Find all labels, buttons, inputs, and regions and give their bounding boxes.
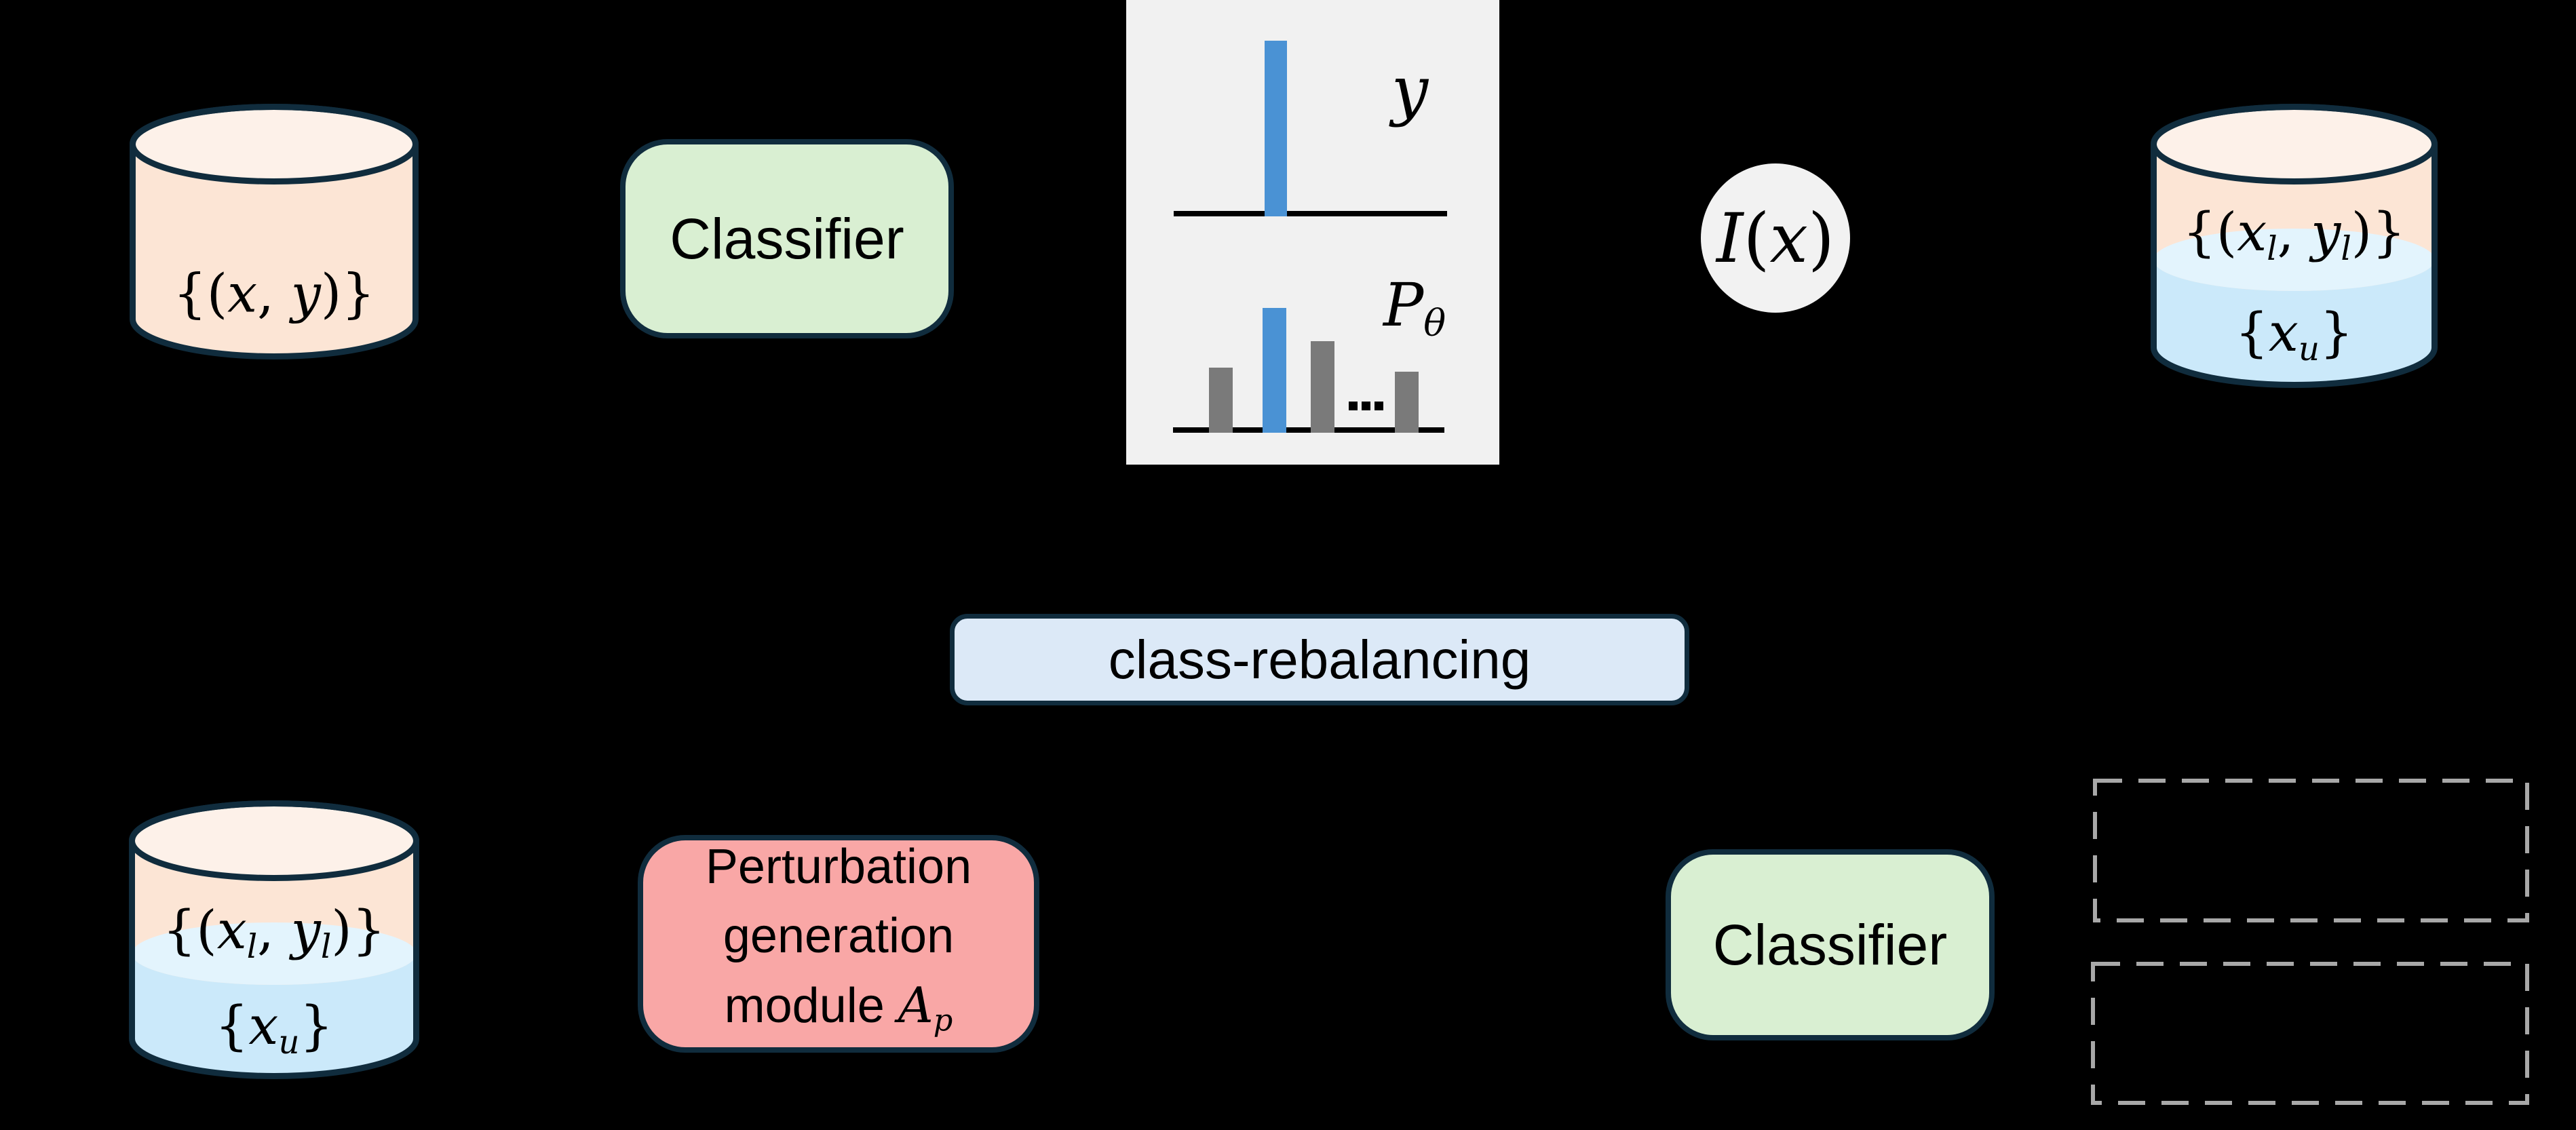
axis-line: [1173, 427, 1444, 433]
labeled-dataset-cylinder: {(x, y)}: [130, 104, 419, 359]
placeholder-box-2: [2091, 962, 2529, 1105]
predicted-distribution-axis-label: Pθ: [1383, 269, 1446, 345]
axis-line: [1174, 211, 1447, 216]
mixed-dataset-cylinder-top: {(xl, yl)} {xu}: [2151, 104, 2438, 388]
database-cylinder-two-tone-icon: [2151, 104, 2438, 388]
bar: [1311, 341, 1334, 433]
perturbation-module-box: Perturbation generation module Ap: [638, 835, 1039, 1053]
ellipsis-dots: [1349, 402, 1383, 410]
perturbation-line-2: generation: [723, 909, 955, 964]
classifier-bottom-label: Classifier: [1712, 912, 1948, 977]
classifier-bottom-box: Classifier: [1666, 849, 1995, 1040]
class-rebalancing-label: class-rebalancing: [1108, 629, 1531, 690]
mixed-dataset-cylinder-bottom: {(xl, yl)} {xu}: [129, 800, 419, 1079]
labeled-subset-label: {(xl, yl)}: [162, 900, 386, 966]
bar: [1395, 372, 1419, 433]
perturbation-line-3: module Ap: [724, 977, 953, 1038]
indicator-function-circle: I(x): [1701, 163, 1850, 313]
highlight-bar: [1263, 308, 1286, 433]
placeholder-box-1: [2093, 779, 2529, 922]
database-cylinder-icon: [130, 104, 419, 359]
dashed-rect-icon: [2093, 779, 2529, 922]
unlabeled-subset-label: {xu}: [214, 996, 334, 1061]
dashed-rect-icon: [2091, 962, 2529, 1105]
classifier-top-box: Classifier: [620, 139, 954, 338]
unlabeled-subset-label: {xu}: [2235, 303, 2353, 368]
true-label-axis-label: y: [1391, 52, 1429, 128]
perturbation-line-1: Perturbation: [705, 840, 972, 895]
labeled-subset-label: {(xl, yl)}: [2183, 202, 2406, 268]
classifier-top-label: Classifier: [670, 206, 904, 271]
perturbation-module-symbol: Ap: [898, 977, 953, 1038]
highlight-bar: [1265, 41, 1287, 216]
labeled-dataset-label: {(x, y)}: [173, 263, 375, 325]
class-rebalancing-box: class-rebalancing: [950, 614, 1689, 705]
bar: [1209, 368, 1233, 433]
distribution-panel: y Pθ: [1126, 0, 1499, 465]
database-cylinder-two-tone-icon: [129, 800, 419, 1079]
